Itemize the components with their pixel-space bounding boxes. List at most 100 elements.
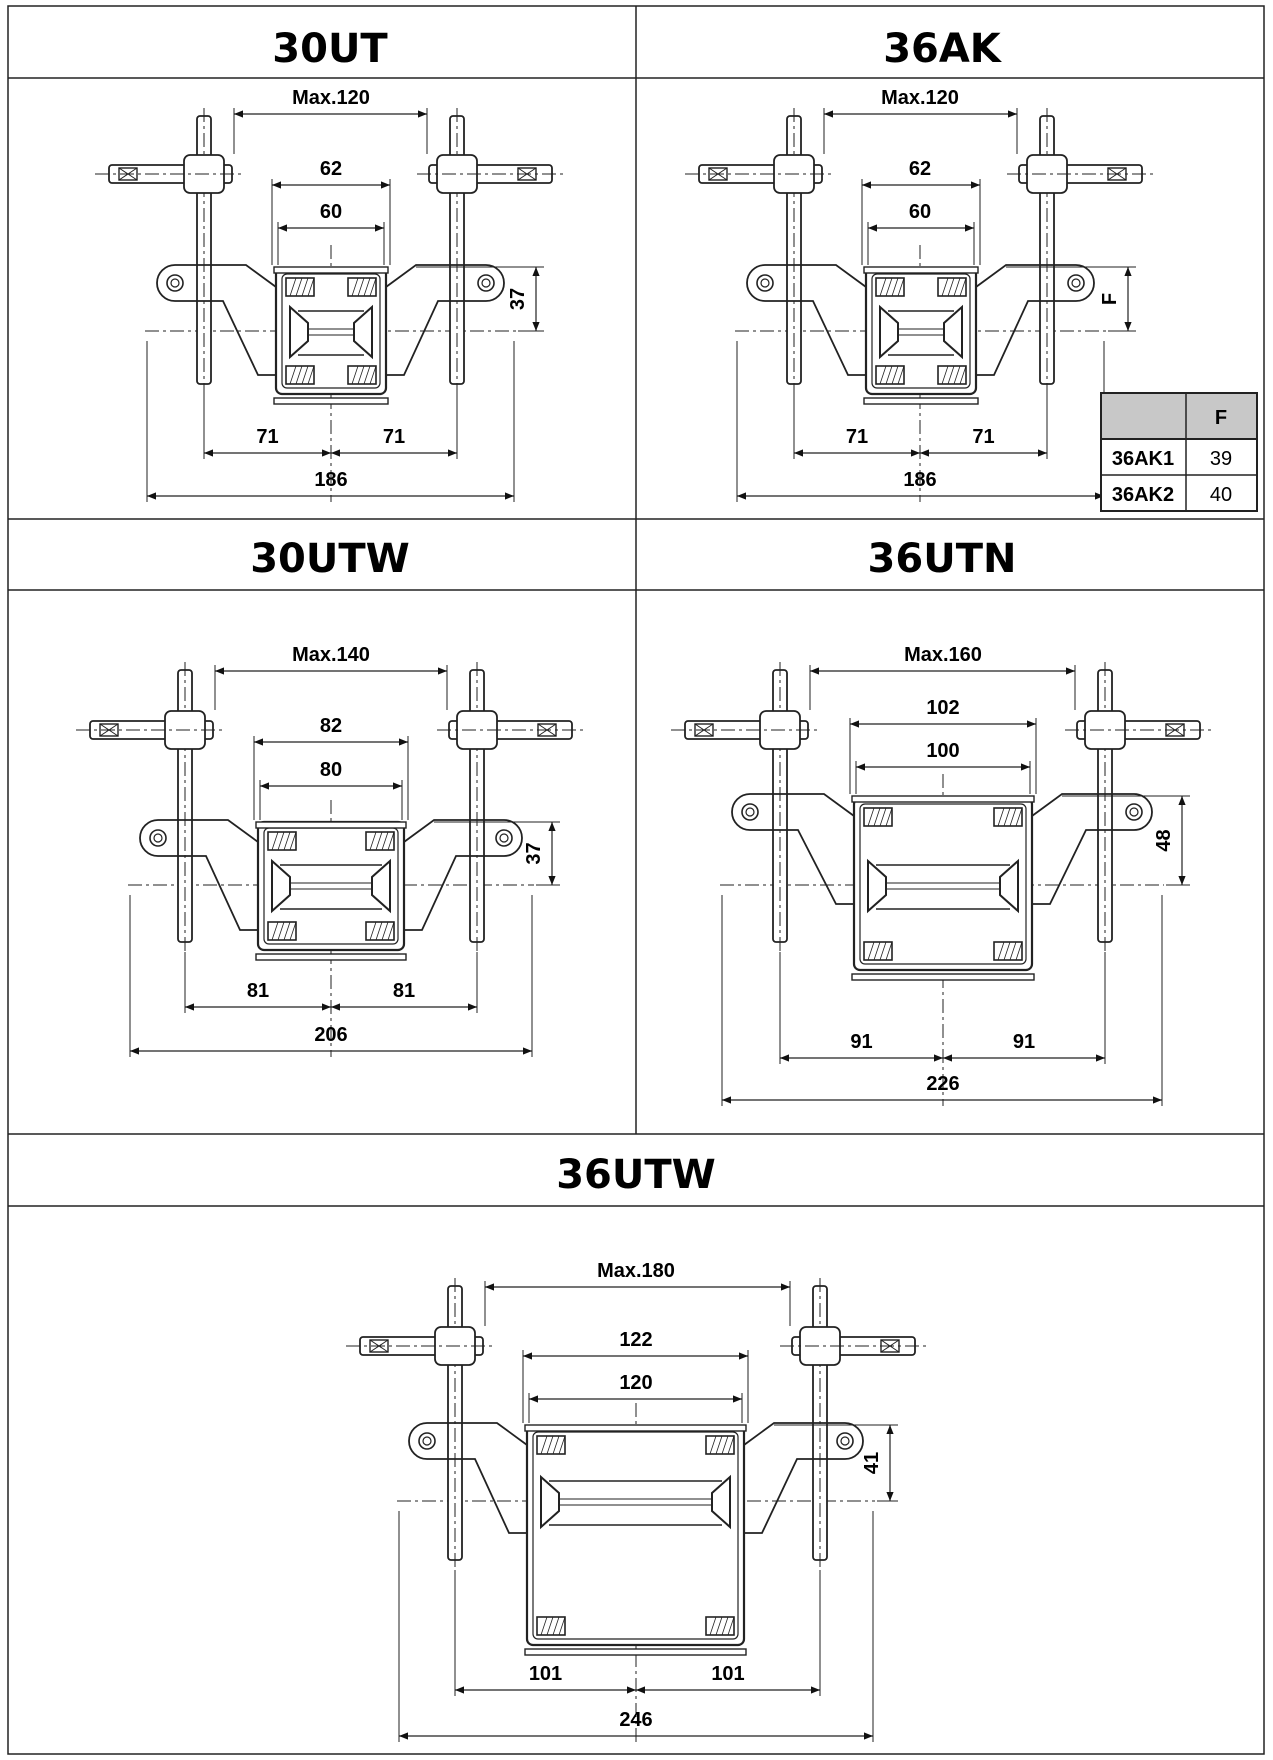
left-bolt-icon	[166, 274, 184, 292]
f-table-value-2: 40	[1210, 484, 1232, 506]
label-outer-width: 62	[909, 158, 931, 180]
panel-title-36ak: 36AK	[883, 26, 1003, 72]
bearing-block	[285, 277, 315, 297]
left-roller	[540, 1474, 560, 1530]
drawing-36ak: Max.120 62 60 71 71 186 F	[685, 87, 1156, 502]
bearing-block	[863, 807, 893, 827]
grid-frame	[7, 5, 1265, 1755]
bearing-block	[536, 1616, 566, 1636]
right-roller	[711, 1474, 731, 1530]
bearing-block	[705, 1435, 735, 1455]
label-half-left: 71	[846, 426, 868, 448]
carriage-profile	[525, 1424, 746, 1647]
label-half-left: 81	[247, 980, 269, 1002]
left-bracket	[731, 793, 855, 905]
left-roller	[879, 304, 899, 360]
label-half-left: 101	[529, 1663, 562, 1685]
label-total-width: 246	[619, 1709, 652, 1731]
label-inner-width: 60	[320, 201, 342, 223]
bearing-block	[937, 365, 967, 385]
left-bolt-icon	[741, 803, 759, 821]
label-half-left: 91	[850, 1031, 872, 1053]
f-table-model-2: 36AK2	[1112, 484, 1174, 506]
right-bracket	[975, 264, 1095, 376]
screw-head-icon	[118, 167, 138, 181]
label-half-right: 101	[711, 1663, 744, 1685]
panel-title-30utw: 30UTW	[250, 536, 410, 582]
panel-title-30ut: 30UT	[272, 26, 388, 72]
f-table-model-1: 36AK1	[1112, 448, 1174, 470]
bearing-block	[267, 831, 297, 851]
right-roller	[943, 304, 963, 360]
bottom-plate	[273, 397, 389, 405]
bottom-plate	[851, 973, 1035, 981]
label-outer-width: 102	[926, 697, 959, 719]
label-height: 37	[523, 842, 545, 864]
label-half-right: 91	[1013, 1031, 1035, 1053]
panel-title-36utn: 36UTN	[868, 536, 1017, 582]
left-roller	[271, 858, 291, 914]
right-bracket	[1031, 793, 1153, 905]
label-outer-width: 62	[320, 158, 342, 180]
left-bracket	[746, 264, 867, 376]
right-bracket	[743, 1422, 864, 1534]
f-table-value-1: 39	[1210, 448, 1232, 470]
bearing-block	[993, 941, 1023, 961]
right-bracket	[385, 264, 505, 376]
label-half-right: 71	[972, 426, 994, 448]
right-bolt-icon	[836, 1432, 854, 1450]
bottom-plate	[255, 953, 407, 961]
bearing-block	[285, 365, 315, 385]
label-half-right: 71	[383, 426, 405, 448]
label-total-width: 186	[903, 469, 936, 491]
label-inner-width: 60	[909, 201, 931, 223]
screw-head-icon	[369, 1339, 389, 1353]
left-bracket	[408, 1422, 528, 1534]
right-bolt-icon	[1125, 803, 1143, 821]
left-roller	[289, 304, 309, 360]
left-bolt-icon	[756, 274, 774, 292]
left-bracket	[139, 819, 259, 931]
bottom-plate	[524, 1648, 747, 1656]
label-total-width: 206	[314, 1024, 347, 1046]
bearing-block	[347, 365, 377, 385]
label-height: F	[1099, 293, 1121, 305]
f-table: F 36AK1 39 36AK2 40	[1100, 392, 1258, 512]
label-height: 41	[861, 1452, 883, 1474]
top-plate	[273, 266, 389, 274]
bearing-block	[365, 921, 395, 941]
bearing-block	[536, 1435, 566, 1455]
right-bracket	[403, 819, 523, 931]
right-bolt-icon	[477, 274, 495, 292]
panel-title-36utw: 36UTW	[556, 1152, 716, 1198]
right-roller	[353, 304, 373, 360]
left-roller	[867, 858, 887, 914]
label-max-width: Max.120	[292, 87, 370, 109]
top-plate	[524, 1424, 747, 1432]
label-total-width: 226	[926, 1073, 959, 1095]
right-bolt-icon	[495, 829, 513, 847]
label-height: 48	[1153, 829, 1175, 851]
bearing-block	[347, 277, 377, 297]
bearing-block	[875, 365, 905, 385]
left-bolt-icon	[418, 1432, 436, 1450]
right-bolt-icon	[1067, 274, 1085, 292]
screw-head-icon	[694, 723, 714, 737]
label-max-width: Max.120	[881, 87, 959, 109]
label-max-width: Max.180	[597, 1260, 675, 1282]
bearing-block	[937, 277, 967, 297]
label-height: 37	[507, 288, 529, 310]
label-total-width: 186	[314, 469, 347, 491]
label-inner-width: 80	[320, 759, 342, 781]
label-inner-width: 120	[619, 1372, 652, 1394]
bearing-block	[267, 921, 297, 941]
label-outer-width: 82	[320, 715, 342, 737]
label-max-width: Max.160	[904, 644, 982, 666]
bearing-block	[705, 1616, 735, 1636]
bearing-block	[365, 831, 395, 851]
